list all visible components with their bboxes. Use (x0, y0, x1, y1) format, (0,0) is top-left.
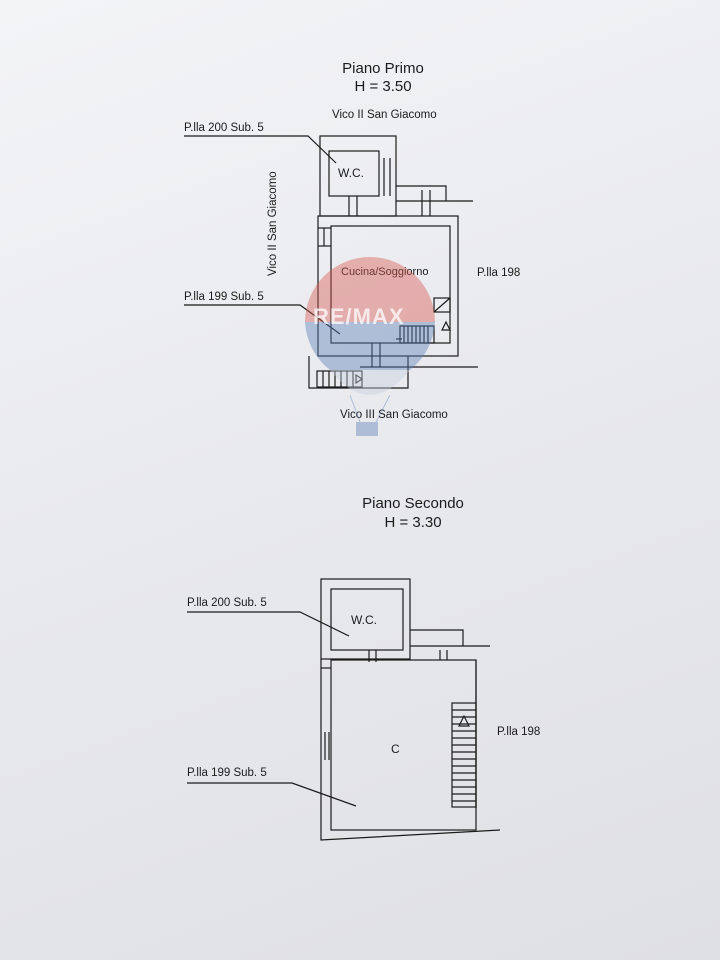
floor1-entrance-block (308, 343, 478, 389)
floor2-parcel-top: P.lla 200 Sub. 5 (187, 597, 267, 609)
floor2-parcel-bottom: P.lla 199 Sub. 5 (187, 767, 267, 779)
floor1-height: H = 3.50 (354, 78, 412, 95)
floor1-stair (396, 325, 435, 344)
floor2-terrace (410, 629, 490, 660)
floor1-main-room (317, 215, 459, 357)
floor2-room-c: C (391, 742, 400, 756)
floor2-leader-lines (187, 611, 357, 807)
floor1-room-wc: W.C. (338, 166, 364, 180)
remax-watermark (305, 257, 435, 436)
floor1-wc-block (319, 135, 397, 217)
floor2-room-wc: W.C. (351, 613, 377, 627)
floor2-main-room (320, 659, 501, 841)
floor2-stair (451, 702, 477, 808)
floor2-title: Piano Secondo (362, 495, 464, 512)
floor1-parcel-top: P.lla 200 Sub. 5 (184, 122, 264, 134)
floor1-parcel-bottom: P.lla 199 Sub. 5 (184, 291, 264, 303)
remax-watermark-text: RE/MAX (313, 304, 405, 329)
floor1-leader-lines (184, 135, 341, 335)
floor1-street-bottom: Vico III San Giacomo (340, 409, 448, 421)
floor1-title: Piano Primo (342, 60, 424, 77)
floor1-terrace (396, 185, 473, 216)
floor2-wc-block (320, 578, 411, 662)
floor1-room-kitchen: Cucina/Soggiorno (341, 266, 428, 278)
floor2-neighbor: P.lla 198 (497, 726, 541, 738)
floor1-neighbor: P.lla 198 (477, 267, 521, 279)
floor1-street-top: Vico II San Giacomo (332, 109, 437, 121)
floor2-height: H = 3.30 (384, 514, 442, 531)
